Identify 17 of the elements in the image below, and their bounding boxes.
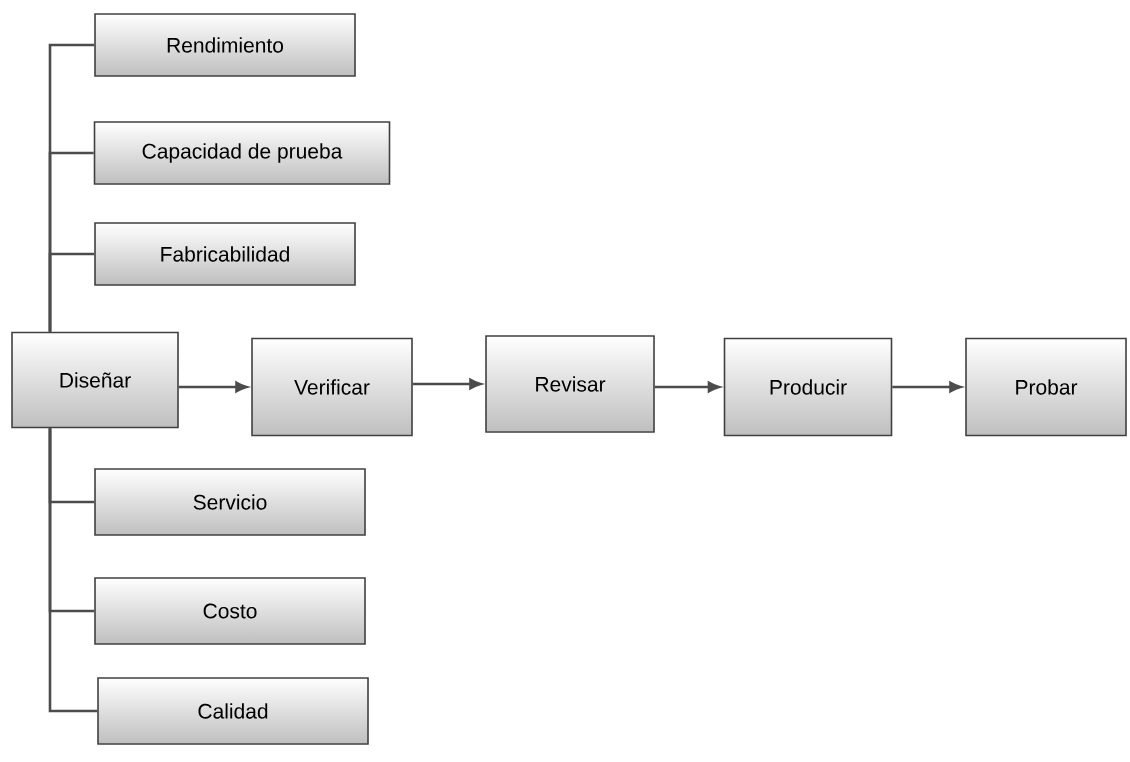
connector-line (48, 252, 95, 332)
arrow (654, 381, 721, 393)
process-box: Calidad (97, 677, 369, 745)
connector-line (48, 428, 98, 713)
process-box: Probar (965, 337, 1127, 437)
process-box: Producir (723, 337, 893, 437)
process-box: Diseñar (11, 331, 179, 429)
process-box: Rendimiento (94, 13, 356, 77)
arrow (178, 381, 248, 393)
process-box: Fabricabilidad (94, 222, 356, 286)
arrow (892, 381, 962, 393)
process-box: Servicio (94, 468, 366, 536)
process-box: Capacidad de prueba (93, 121, 391, 185)
process-box: Verificar (251, 337, 413, 437)
arrow (412, 378, 482, 390)
process-box: Costo (94, 577, 366, 645)
process-box: Revisar (485, 335, 655, 433)
